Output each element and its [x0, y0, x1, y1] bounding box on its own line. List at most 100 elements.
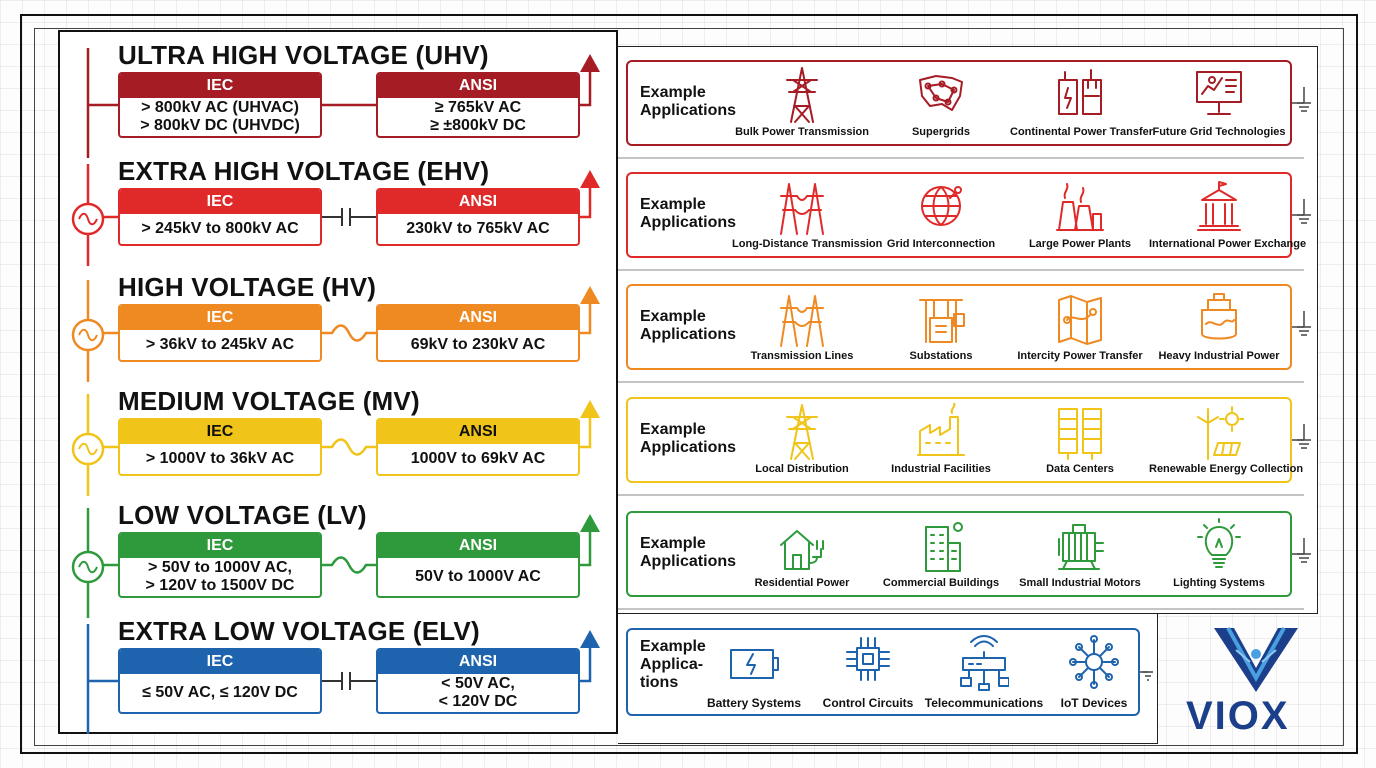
application-caption: Substations	[909, 350, 973, 362]
ansi-value-line: 230kV to 765kV AC	[406, 219, 550, 237]
map-route-icon	[1058, 295, 1102, 345]
application-caption: Transmission Lines	[750, 350, 854, 362]
ansi-standard-box: ANSI< 50V AC,< 120V DC	[376, 648, 580, 714]
ground-icon	[618, 199, 1311, 271]
application-caption: Long-Distance Transmission	[732, 238, 883, 250]
level-title: LOW VOLTAGE (LV)	[118, 500, 367, 530]
iec-value-line: > 36kV to 245kV AC	[145, 335, 295, 353]
monitor-dashboard-icon	[1196, 71, 1242, 115]
light-bulb-icon	[1197, 518, 1241, 568]
level-title: EXTRA LOW VOLTAGE (ELV)	[118, 616, 480, 646]
application-item: Commercial Buildings	[871, 513, 1011, 595]
application-item: Supergrids	[871, 62, 1011, 144]
iec-header: IEC	[120, 420, 320, 444]
iec-header: IEC	[120, 190, 320, 214]
application-item: Battery Systems	[694, 630, 814, 712]
office-building-icon	[925, 522, 963, 572]
application-item: Bulk Power Transmission	[732, 62, 872, 144]
application-caption: Bulk Power Transmission	[735, 126, 869, 138]
wind-solar-icon	[1197, 406, 1244, 460]
example-applications-label: Example Applications	[640, 308, 737, 343]
application-caption: Continental Power Transfer	[1010, 126, 1154, 138]
ansi-header: ANSI	[378, 306, 578, 330]
iec-value: ≤ 50V AC, ≤ 120V DC	[120, 674, 320, 711]
application-item: Residential Power	[732, 513, 872, 595]
ansi-value: < 50V AC,< 120V DC	[378, 674, 578, 711]
application-item: Control Circuits	[808, 630, 928, 712]
battery-icon	[730, 649, 779, 679]
transmission-lines-icon	[780, 295, 824, 347]
application-caption: Heavy Industrial Power	[1158, 350, 1280, 362]
level-title: ULTRA HIGH VOLTAGE (UHV)	[118, 40, 489, 70]
iec-value: > 800kV AC (UHVAC)> 800kV DC (UHVDC)	[120, 98, 320, 135]
application-caption: Data Centers	[1046, 463, 1114, 475]
iec-value-line: ≤ 50V AC, ≤ 120V DC	[142, 683, 298, 701]
iec-value-line: > 800kV AC (UHVAC)	[141, 98, 299, 116]
ansi-value-line: 50V to 1000V AC	[415, 567, 541, 585]
label-line: tions	[640, 674, 679, 691]
application-caption: Future Grid Technologies	[1152, 126, 1286, 138]
transmission-tower-icon	[786, 67, 818, 123]
iec-standard-box: IEC≤ 50V AC, ≤ 120V DC	[118, 648, 322, 714]
iec-value: > 1000V to 36kV AC	[120, 444, 320, 473]
government-building-icon	[1197, 181, 1241, 231]
application-caption: Industrial Facilities	[891, 463, 991, 475]
application-caption: Residential Power	[754, 577, 850, 589]
server-rack-icon	[1058, 408, 1102, 460]
application-item: Small Industrial Motors	[1010, 513, 1150, 595]
application-caption: International Power Exchange	[1149, 238, 1307, 250]
application-item: Lighting Systems	[1149, 513, 1289, 595]
application-item: IoT Devices	[1034, 630, 1154, 712]
power-plant-icon	[1056, 183, 1104, 231]
ansi-value: 69kV to 230kV AC	[378, 330, 578, 359]
ansi-value-line: < 120V DC	[438, 692, 518, 710]
application-item: Large Power Plants	[1010, 174, 1150, 256]
substation-icon	[919, 299, 965, 343]
ansi-value-line: ≥ ±800kV DC	[430, 116, 526, 134]
level-title: EXTRA HIGH VOLTAGE (EHV)	[118, 156, 490, 186]
example-applications-label: Example Applications	[640, 196, 737, 231]
ansi-header: ANSI	[378, 420, 578, 444]
ac-source-icon	[71, 318, 105, 352]
viox-logo: VIOX	[1166, 620, 1346, 740]
power-lines-icon	[780, 183, 824, 235]
viox-emblem-icon	[1214, 627, 1298, 692]
furnace-icon	[1201, 293, 1237, 340]
ground-icon	[618, 538, 1311, 610]
application-item: Substations	[871, 286, 1011, 368]
outer-frame	[20, 14, 1358, 754]
globe-network-icon	[921, 186, 962, 226]
transformer-tower-icon	[786, 404, 818, 460]
application-caption: Grid Interconnection	[886, 238, 996, 250]
ansi-standard-box: ANSI 69kV to 230kV AC	[376, 304, 580, 362]
iot-hub-icon	[1069, 635, 1119, 689]
application-item: Transmission Lines	[732, 286, 872, 368]
ansi-header: ANSI	[378, 190, 578, 214]
application-item: Local Distribution	[732, 399, 872, 481]
application-item: Renewable Energy Collection	[1149, 399, 1304, 481]
ansi-value-line: < 50V AC,	[441, 674, 515, 692]
ansi-value-line: 69kV to 230kV AC	[410, 335, 546, 353]
application-item: International Power Exchange	[1149, 174, 1307, 256]
ansi-header: ANSI	[378, 650, 578, 674]
iec-header: IEC	[120, 74, 320, 98]
application-caption: Commercial Buildings	[882, 577, 1000, 589]
house-plug-icon	[780, 530, 824, 570]
application-caption: Renewable Energy Collection	[1149, 463, 1304, 475]
ground-icon	[618, 311, 1311, 383]
application-caption: Local Distribution	[755, 463, 849, 475]
electric-motor-icon	[1058, 524, 1104, 570]
application-caption: Small Industrial Motors	[1019, 577, 1141, 589]
example-applications-label: Example Applications	[640, 84, 737, 119]
ac-source-icon	[71, 202, 105, 236]
factory-icon	[917, 403, 965, 456]
iec-value: > 50V to 1000V AC,> 120V to 1500V DC	[120, 558, 320, 595]
iec-standard-box: IEC> 245kV to 800kV AC	[118, 188, 322, 246]
iec-standard-box: IEC> 36kV to 245kV AC	[118, 304, 322, 362]
